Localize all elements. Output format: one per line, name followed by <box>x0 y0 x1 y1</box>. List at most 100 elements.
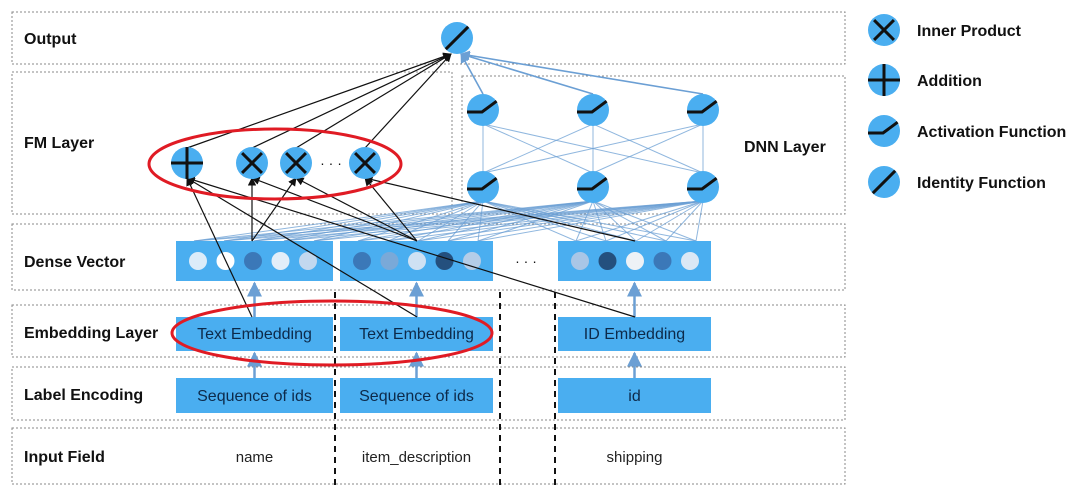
legend-label: Inner Product <box>917 23 1022 40</box>
icon-stroke <box>577 99 608 114</box>
input-field-name: name <box>236 449 274 466</box>
embedding-box <box>558 317 711 351</box>
dense-vector-dot <box>271 252 290 270</box>
feature-to-fm-line <box>295 177 418 242</box>
embedding-label: Text Embedding <box>359 326 474 343</box>
fm-to-output-line <box>251 53 452 149</box>
identity-node <box>868 166 900 198</box>
network-nodes <box>171 22 719 203</box>
icon-stroke <box>354 152 376 174</box>
dense-to-dnn-line <box>477 200 704 242</box>
output-row-frame <box>11 11 846 65</box>
dnn-hidden-line <box>482 123 704 174</box>
icon-stroke <box>577 176 608 191</box>
activation-node <box>467 94 499 126</box>
row-label-output: Output <box>24 31 77 48</box>
dense-to-dnn-line <box>592 200 667 242</box>
addition-icon <box>171 147 203 179</box>
icon-stroke <box>467 99 498 114</box>
legend-label: Identity Function <box>917 175 1046 192</box>
label-encoding-label: id <box>628 388 640 405</box>
inner-product-node <box>349 147 381 179</box>
identity-icon <box>444 25 470 51</box>
label-encoding-row-frame <box>11 366 846 421</box>
feature-to-fm-line <box>251 176 418 242</box>
dense-to-dnn-line <box>283 200 484 242</box>
dense-vector-dot <box>681 252 699 270</box>
dense-to-dnn-line <box>253 200 484 242</box>
embedding-label: ID Embedding <box>584 326 685 343</box>
row-label-embedding-layer: Embedding Layer <box>24 325 158 342</box>
dense-to-dnn-line <box>477 200 594 242</box>
feature-to-fm-line <box>364 177 418 242</box>
row-label-dense-vector: Dense Vector <box>24 254 125 271</box>
dense-to-dnn-line <box>575 200 704 242</box>
addition-icon <box>868 64 900 96</box>
embedding-row-frame <box>11 304 846 358</box>
activation-node <box>467 171 499 203</box>
dense-to-dnn-line <box>635 200 704 242</box>
dense-to-dnn-line <box>193 200 594 242</box>
icon-stroke <box>871 169 897 195</box>
identity-icon <box>871 169 897 195</box>
row-label-fm-layer: FM Layer <box>24 135 94 152</box>
row-label-input-field: Input Field <box>24 449 105 466</box>
dense-vector-dot <box>380 252 399 270</box>
feature-to-fm-line <box>186 176 636 318</box>
dense-to-dnn-line <box>283 200 594 242</box>
activation-node <box>868 115 900 147</box>
inner-product-icon <box>241 152 263 174</box>
icon-stroke <box>444 25 470 51</box>
dense-to-dnn-line <box>387 200 704 242</box>
dnn-layer-frame <box>461 75 846 215</box>
fm-layer-frame <box>11 71 453 215</box>
icon-stroke <box>241 152 263 174</box>
label-encoding-label: Sequence of ids <box>359 388 474 405</box>
label-encoding-box <box>340 378 493 413</box>
dense-vector-dot <box>435 252 454 270</box>
embedding-box <box>340 317 493 351</box>
embedding-box <box>176 317 333 351</box>
dense-to-dnn-line <box>313 200 704 242</box>
addition-node <box>171 147 203 179</box>
dense-to-dnn-line <box>592 200 697 242</box>
legend-item: Identity Function <box>868 166 1046 198</box>
label-encoding-box <box>558 378 711 413</box>
legend-label: Activation Function <box>917 124 1066 141</box>
legend-item: Inner Product <box>868 14 1022 46</box>
feature-to-fm-line <box>251 177 297 242</box>
dense-vector-dot <box>463 252 481 270</box>
dense-vector-dot <box>598 252 617 270</box>
dense-to-dnn-line <box>447 200 594 242</box>
activation-icon <box>687 99 718 114</box>
dense-vector-dot <box>299 252 317 270</box>
row-label-dnn-layer: DNN Layer <box>744 139 826 156</box>
activation-icon <box>577 176 608 191</box>
icon-stroke <box>868 120 899 135</box>
dense-to-dnn-line <box>223 200 594 242</box>
activation-icon <box>467 176 498 191</box>
fm-to-output-line <box>364 53 452 149</box>
inner-product-node <box>280 147 312 179</box>
activation-icon <box>577 99 608 114</box>
label-encoding-label: Sequence of ids <box>197 388 312 405</box>
dense-to-dnn-line <box>665 200 704 242</box>
dense-to-dnn-line <box>592 200 637 242</box>
dense-to-dnn-line <box>447 200 704 242</box>
icon-stroke <box>467 176 498 191</box>
inner-product-icon <box>285 152 307 174</box>
activation-node <box>577 94 609 126</box>
embedding-highlight-ellipse <box>170 299 494 367</box>
dense-to-dnn-line <box>417 200 704 242</box>
activation-node <box>687 94 719 126</box>
embedding-label: Text Embedding <box>197 326 312 343</box>
dnn-to-output-line <box>460 50 704 95</box>
input-field-name: item_description <box>362 449 471 466</box>
icon-stroke <box>687 99 718 114</box>
dense-to-dnn-line <box>357 200 704 242</box>
input-field-row-frame <box>11 427 846 485</box>
